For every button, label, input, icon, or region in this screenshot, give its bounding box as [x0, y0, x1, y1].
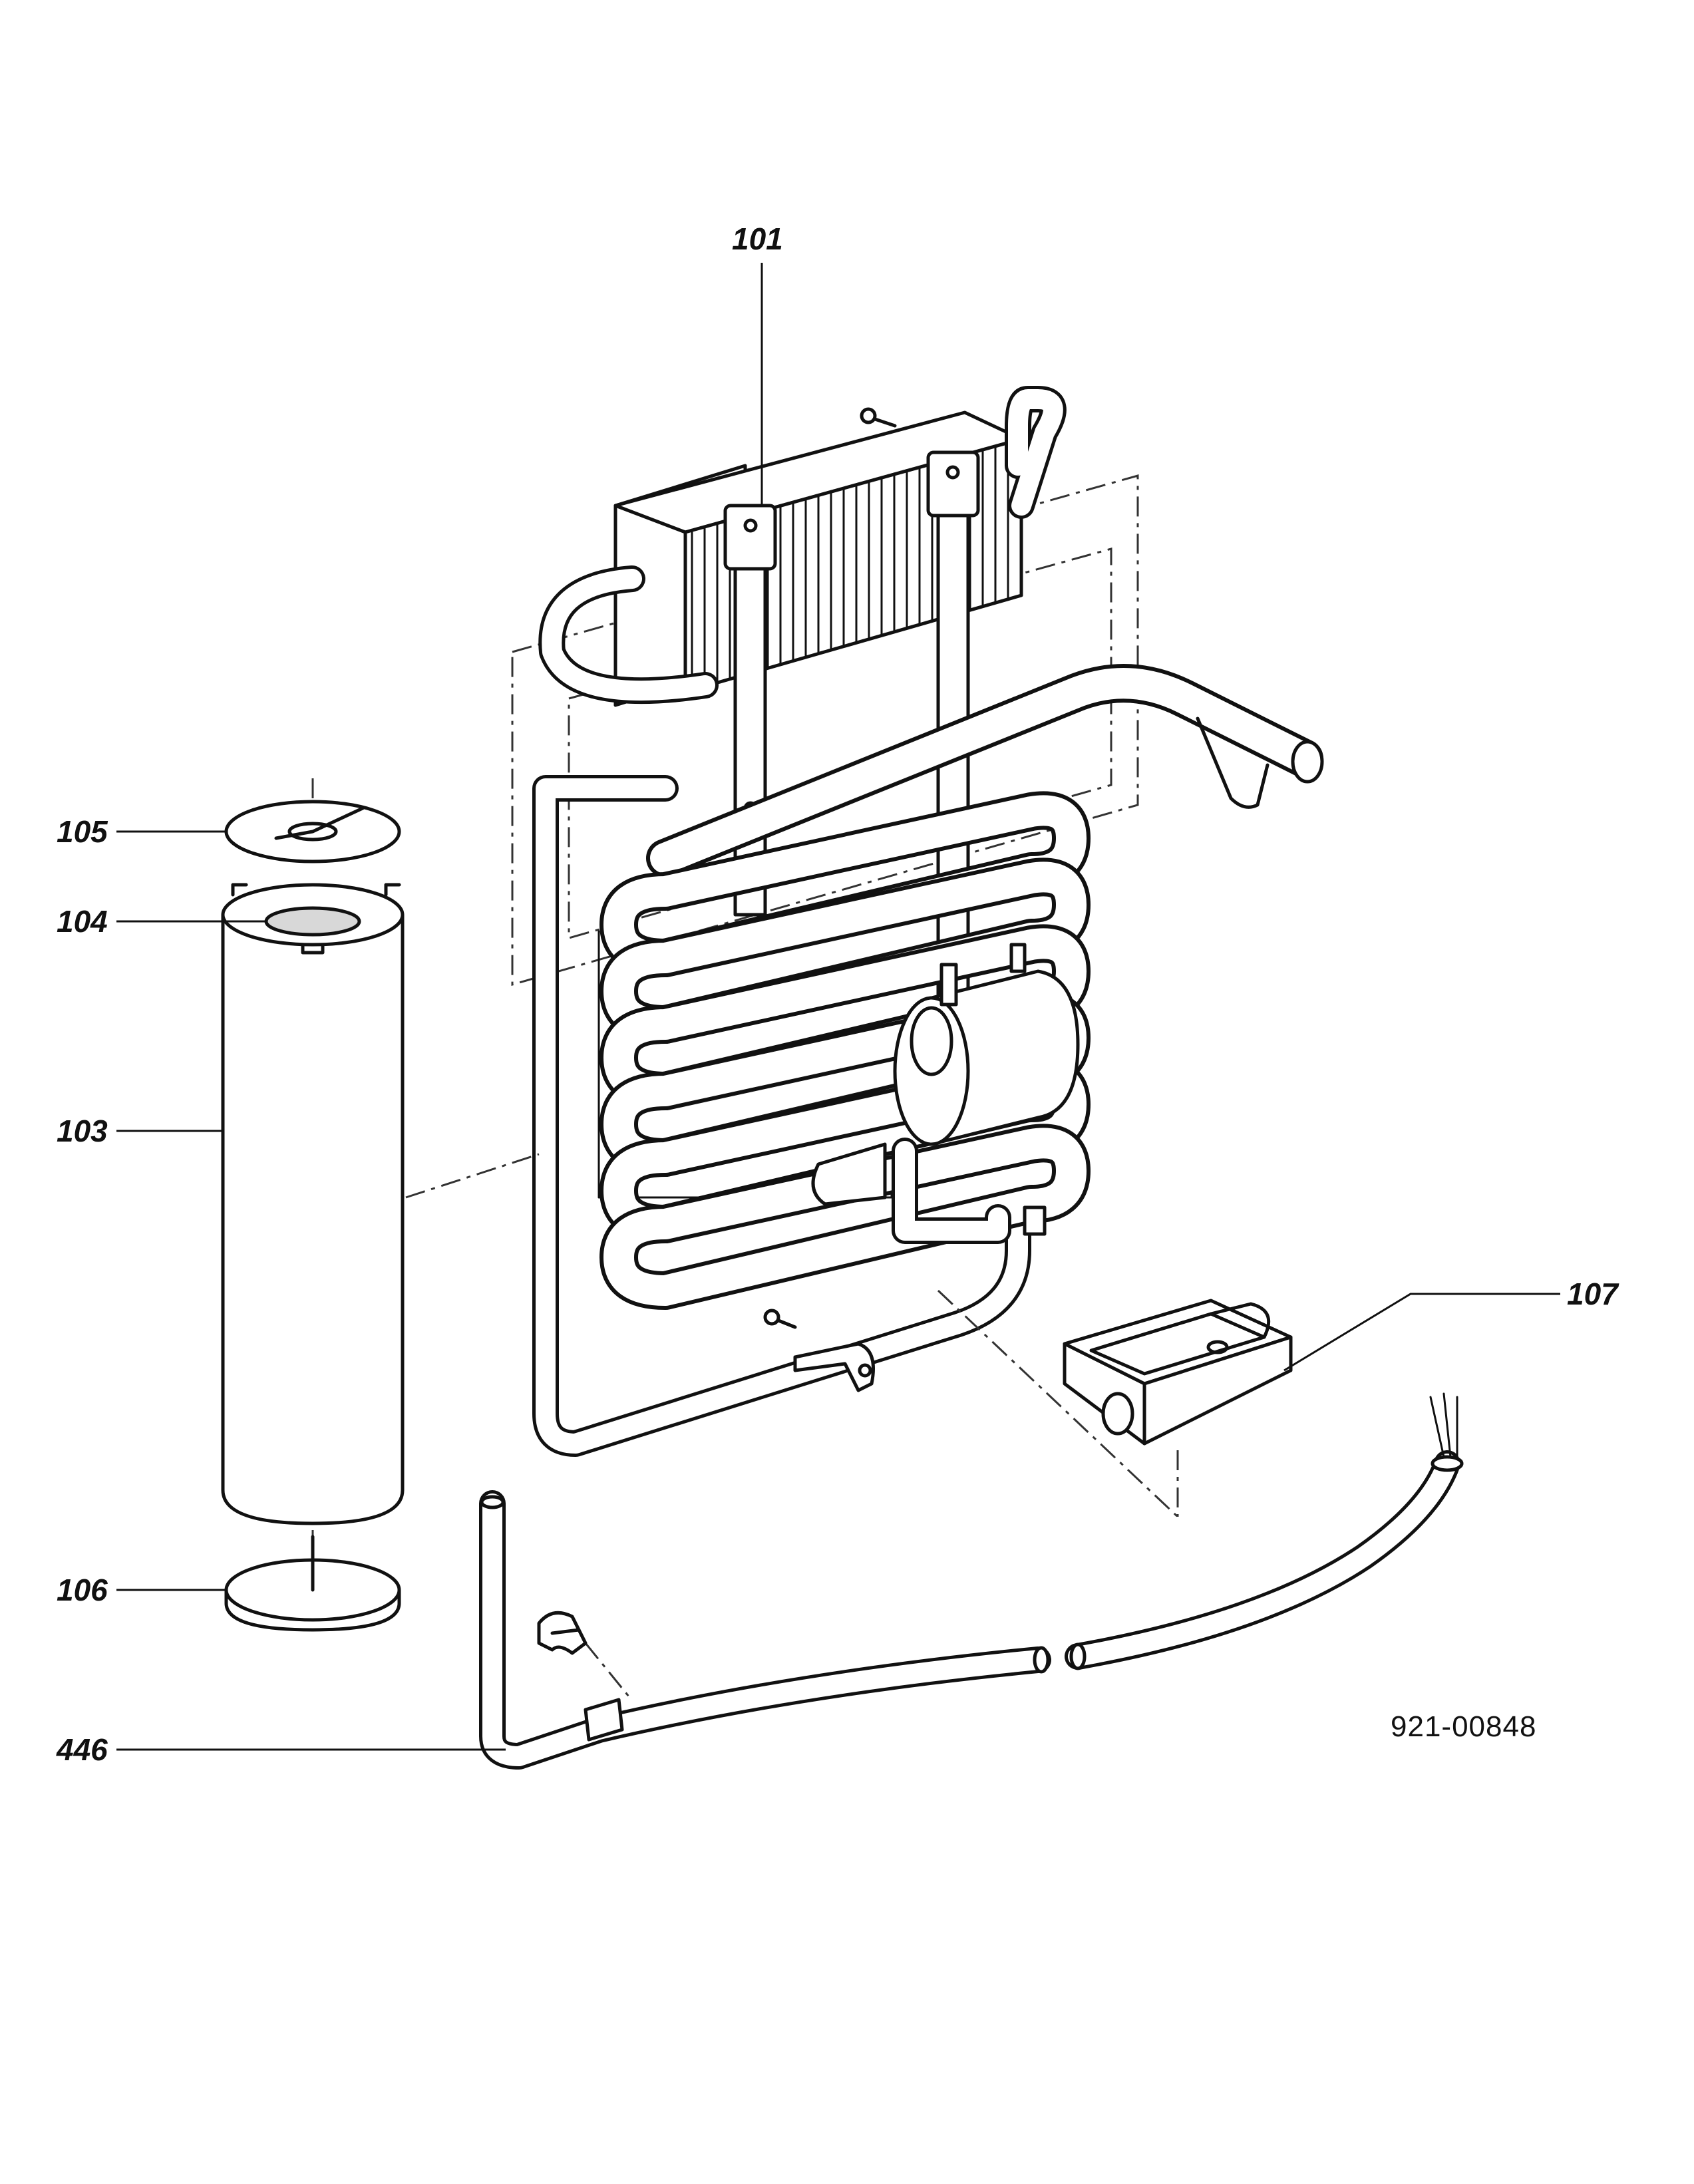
pipe-clip — [793, 1342, 875, 1392]
label-107: 107 — [1567, 1277, 1619, 1311]
part-106-base-disc — [224, 1535, 401, 1632]
label-105: 105 — [57, 814, 108, 849]
leader-lines — [116, 263, 1560, 1751]
boiler-vessel — [811, 943, 1080, 1206]
label-101: 101 — [732, 222, 783, 256]
absorber-main-tube — [646, 664, 1324, 877]
screw-bottom — [763, 1309, 797, 1329]
top-return-pipe — [538, 386, 1067, 704]
screw-top — [860, 407, 897, 428]
label-104: 104 — [57, 904, 108, 939]
part-446-drain-hose — [479, 1392, 1464, 1770]
hose-clip — [537, 1611, 588, 1655]
label-103: 103 — [57, 1114, 108, 1148]
part-labels: 101 105 104 103 106 107 446 921-00848 — [56, 222, 1619, 1767]
label-106: 106 — [57, 1573, 108, 1607]
label-446: 446 — [56, 1732, 108, 1767]
part-107-tray — [1063, 1299, 1293, 1446]
part-103-cylinder — [221, 883, 405, 1525]
lower-pipe — [892, 1138, 1047, 1244]
part-105-lid — [224, 800, 401, 863]
drawing-number: 921-00848 — [1391, 1710, 1536, 1743]
absorber-coil — [599, 791, 1091, 1310]
